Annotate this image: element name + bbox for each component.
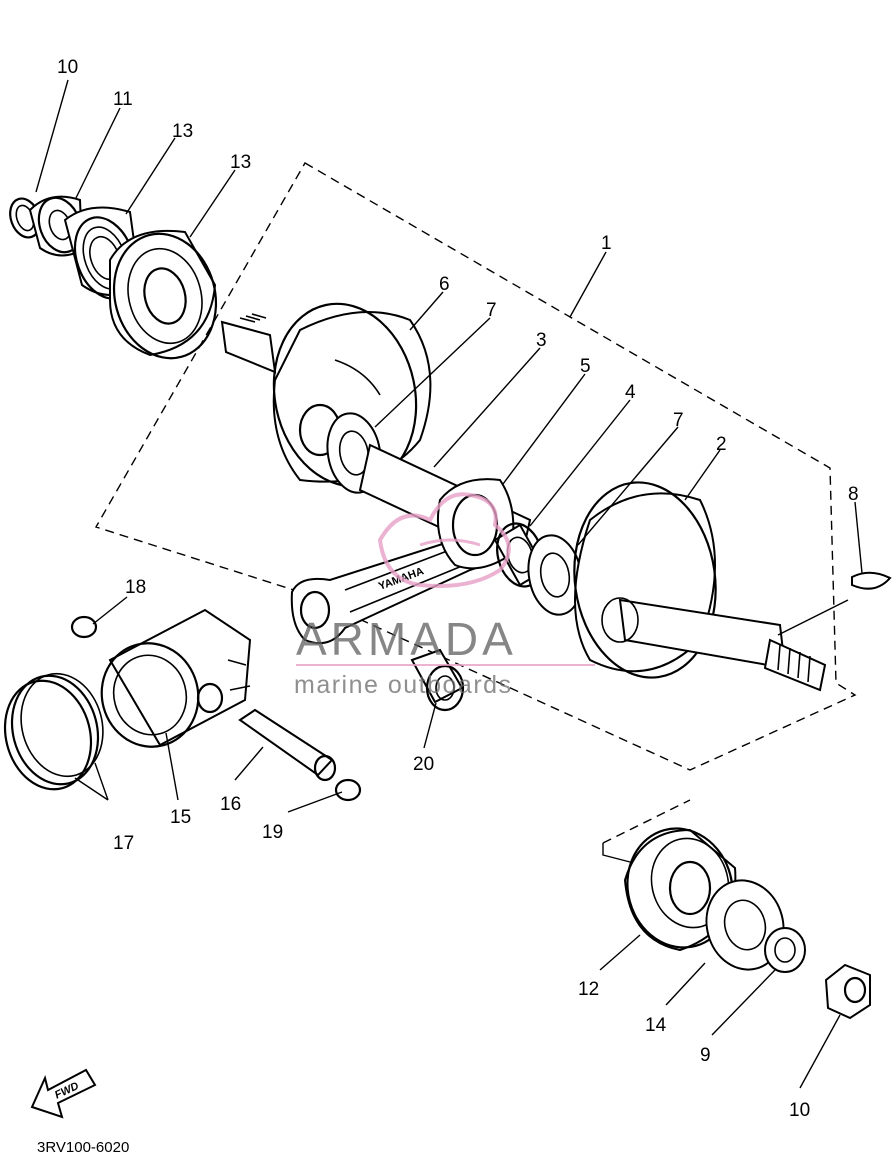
fwd-arrow-icon: FWD [30,1068,97,1119]
callout-8: 8 [848,484,859,505]
diagram-code: 3RV100-6020 [37,1139,129,1156]
callout-17: 16 [220,794,241,815]
circlip-19-right [334,778,362,802]
callout-12: 11 [113,89,133,110]
callout-9: 9 [700,1045,711,1066]
callout-11: 10 [57,57,78,78]
callout-15: 13 [172,121,193,142]
crank-shaft-left-6 [220,302,432,488]
callout-10-label: 10 [789,1100,810,1121]
callout-20: 20 [413,754,434,775]
watermark-tagline: marine outboards [294,671,513,699]
bearing-13-upper [109,229,218,360]
nut-10 [824,963,871,1020]
callout-6: 6 [439,274,450,295]
watermark-brand: ARMADA [296,613,517,665]
piston-pin-17 [238,708,337,782]
piston-16 [100,608,252,748]
callout-13-lower: 12 [578,979,599,1000]
washer-9 [764,927,806,973]
callout-3: 3 [536,330,547,351]
callout-2: 2 [716,434,727,455]
callout-4: 4 [625,382,636,403]
boat-logo-icon [377,492,511,588]
callout-19-left: 18 [125,577,146,598]
callout-18: 17 [113,833,134,854]
callout-13-upper: 13 [230,152,251,173]
crankshaft-assembly-outline [94,162,857,771]
callout-7-right: 7 [673,410,684,431]
callout-5: 5 [580,356,591,377]
callout-19-right: 19 [262,822,283,843]
callout-1: 1 [601,233,612,254]
needle-bearing-20 [410,648,465,712]
callout-16: 15 [170,807,191,828]
crank-shaft-right-2 [573,481,827,692]
circlip-19-left [70,615,98,639]
callout-7-left: 7 [486,300,497,321]
bearing-group-outline [602,799,691,844]
piston-rings-18 [3,672,104,791]
woodruff-key-8 [851,571,892,590]
callout-14: 14 [645,1015,667,1036]
